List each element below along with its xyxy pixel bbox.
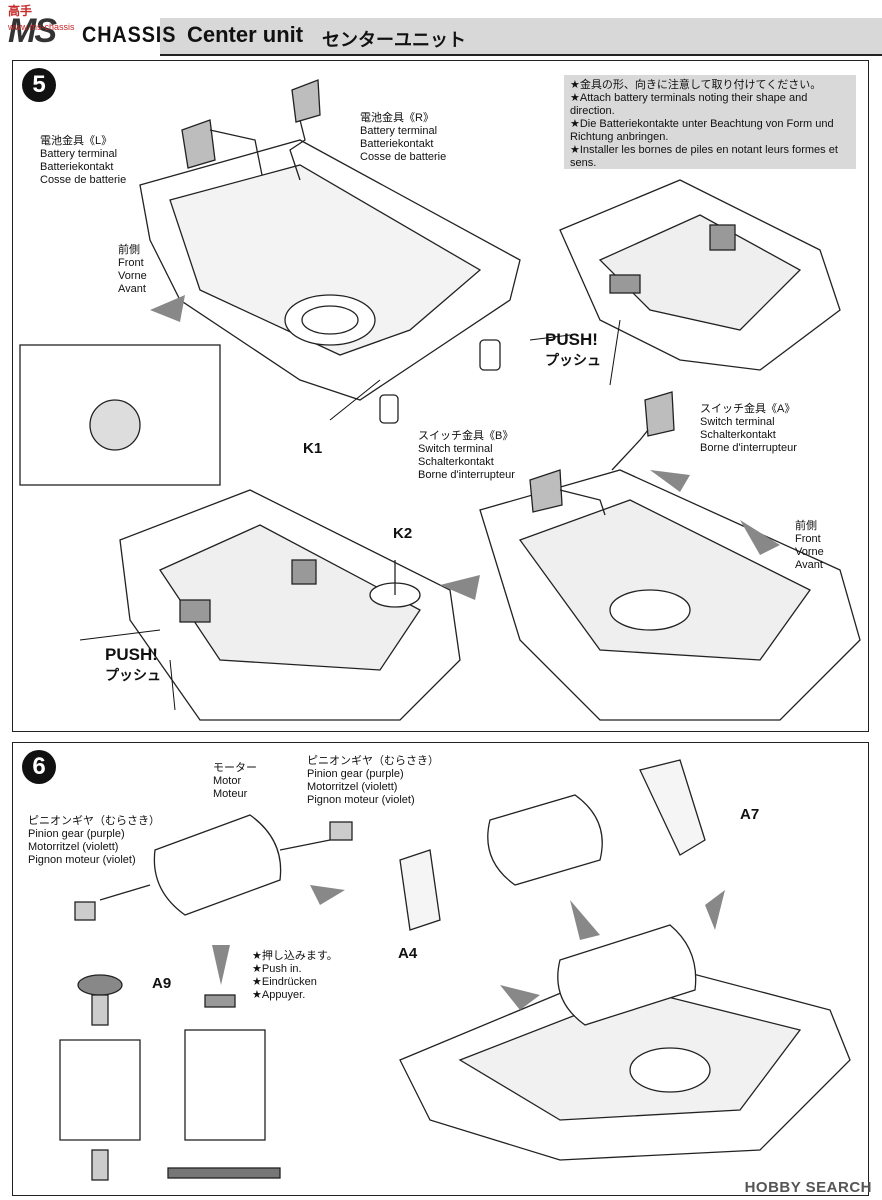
- pinion-top-en: Pinion gear (purple): [307, 768, 404, 780]
- part-a4: A4: [398, 945, 418, 962]
- battery-L-jp: 電池金具《L》: [40, 135, 113, 147]
- step5-panel: [12, 60, 869, 732]
- battery-L-en: Battery terminal: [40, 148, 118, 160]
- pinion-left-en: Pinion gear (purple): [28, 828, 125, 840]
- push-top-en: PUSH!: [545, 330, 598, 349]
- battery-R-fr: Cosse de batterie: [360, 151, 447, 163]
- part-k1: K1: [303, 440, 323, 457]
- part-a9: A9: [152, 975, 172, 992]
- push-in-fr: ★Appuyer.: [252, 989, 306, 1001]
- pinion-label-top: ピニオンギヤ（むらさき） Pinion gear (purple) Motorr…: [307, 755, 439, 807]
- motor-fr: Moteur: [213, 788, 248, 800]
- pinion-left-de: Motorritzel (violett): [28, 841, 119, 853]
- switch-A-de: Schalterkontakt: [700, 429, 776, 441]
- motor-left: [153, 814, 282, 916]
- switch-B-jp: スイッチ金具《B》: [418, 430, 514, 442]
- switch-B-en: Switch terminal: [418, 443, 493, 455]
- push-in-de: ★Eindrücken: [252, 976, 317, 988]
- motor-middle: [487, 794, 603, 886]
- battery-R-en: Battery terminal: [360, 125, 438, 137]
- header-title: Center unit: [187, 22, 304, 47]
- pinion-top-de: Motorritzel (violett): [307, 781, 398, 793]
- front-right-jp: 前側: [795, 520, 817, 532]
- front-left-en: Front: [118, 257, 144, 269]
- part-k2: K2: [393, 525, 413, 542]
- switch-terminal-B-label: スイッチ金具《B》 Switch terminal Schalterkontak…: [418, 430, 515, 482]
- note-line-de: ★Die Batteriekontakte unter Beachtung vo…: [570, 118, 834, 143]
- pinion-label-left: ピニオンギヤ（むらさき） Pinion gear (purple) Motorr…: [28, 815, 160, 867]
- motor-jp: モーター: [213, 762, 257, 774]
- battery-terminal-L-label: 電池金具《L》 Battery terminal Batteriekontakt…: [40, 135, 126, 187]
- header-chassis: CHASSIS: [82, 22, 177, 47]
- pinion-left-jp: ピニオンギヤ（むらさき）: [28, 815, 160, 827]
- switch-A-fr: Borne d'interrupteur: [700, 442, 797, 454]
- battery-L-de: Batteriekontakt: [40, 161, 114, 173]
- switch-B-de: Schalterkontakt: [418, 456, 494, 468]
- note-line-fr: ★Installer les bornes de piles en notant…: [570, 144, 838, 169]
- footer-logo: HOBBY SEARCH: [744, 1179, 872, 1196]
- watermark-logo: 高手: [8, 4, 33, 18]
- front-right-fr: Avant: [795, 559, 823, 571]
- switch-A-jp: スイッチ金具《A》: [700, 403, 796, 415]
- push-label-bottom: PUSH! プッシュ: [105, 645, 161, 685]
- battery-R-jp: 電池金具《R》: [360, 112, 434, 124]
- push-label-top: PUSH! プッシュ: [545, 330, 601, 370]
- push-in-en: ★Push in.: [252, 963, 302, 975]
- push-bottom-jp: プッシュ: [105, 667, 161, 683]
- pinion-top-fr: Pignon moteur (violet): [307, 794, 415, 806]
- step5-note: ★金具の形、向きに注意して取り付けてください。 ★Attach battery …: [564, 75, 856, 169]
- note-line-jp: ★金具の形、向きに注意して取り付けてください。: [570, 79, 822, 91]
- push-top-jp: プッシュ: [545, 352, 601, 368]
- front-left-fr: Avant: [118, 283, 146, 295]
- step6-panel: [12, 742, 869, 1196]
- battery-R-de: Batteriekontakt: [360, 138, 434, 150]
- note-line-en: ★Attach battery terminals noting their s…: [570, 92, 808, 117]
- pinion-left-fr: Pignon moteur (violet): [28, 854, 136, 866]
- front-left-de: Vorne: [118, 270, 147, 282]
- step6-number: 6: [22, 750, 56, 784]
- step5-number: 5: [22, 68, 56, 102]
- front-left-jp: 前側: [118, 244, 140, 256]
- header-brand: MS: [8, 12, 57, 50]
- switch-A-en: Switch terminal: [700, 416, 775, 428]
- page-header: MS CHASSIS Center unit センターユニット 高手 www.m…: [0, 0, 882, 58]
- push-in-jp: ★押し込みます。: [252, 950, 338, 962]
- push-bottom-en: PUSH!: [105, 645, 158, 664]
- front-label-right: 前側 Front Vorne Avant: [795, 520, 824, 572]
- switch-terminal-A-label: スイッチ金具《A》 Switch terminal Schalterkontak…: [700, 403, 797, 455]
- front-right-de: Vorne: [795, 546, 824, 558]
- front-right-en: Front: [795, 533, 821, 545]
- pinion-top-jp: ピニオンギヤ（むらさき）: [307, 755, 439, 767]
- motor-label: モーター Motor Moteur: [213, 762, 257, 801]
- motor-en: Motor: [213, 775, 242, 787]
- battery-L-fr: Cosse de batterie: [40, 174, 127, 186]
- header-band: [160, 18, 882, 56]
- push-in-note: ★押し込みます。 ★Push in. ★Eindrücken ★Appuyer.: [252, 950, 338, 1002]
- header-title-jp: センターユニット: [322, 30, 466, 50]
- front-label-left: 前側 Front Vorne Avant: [118, 244, 147, 296]
- switch-B-fr: Borne d'interrupteur: [418, 469, 515, 481]
- battery-terminal-R-label: 電池金具《R》 Battery terminal Batteriekontakt…: [360, 112, 446, 164]
- part-a7: A7: [740, 806, 760, 823]
- watermark-url: www.ms-chassis: [8, 22, 75, 32]
